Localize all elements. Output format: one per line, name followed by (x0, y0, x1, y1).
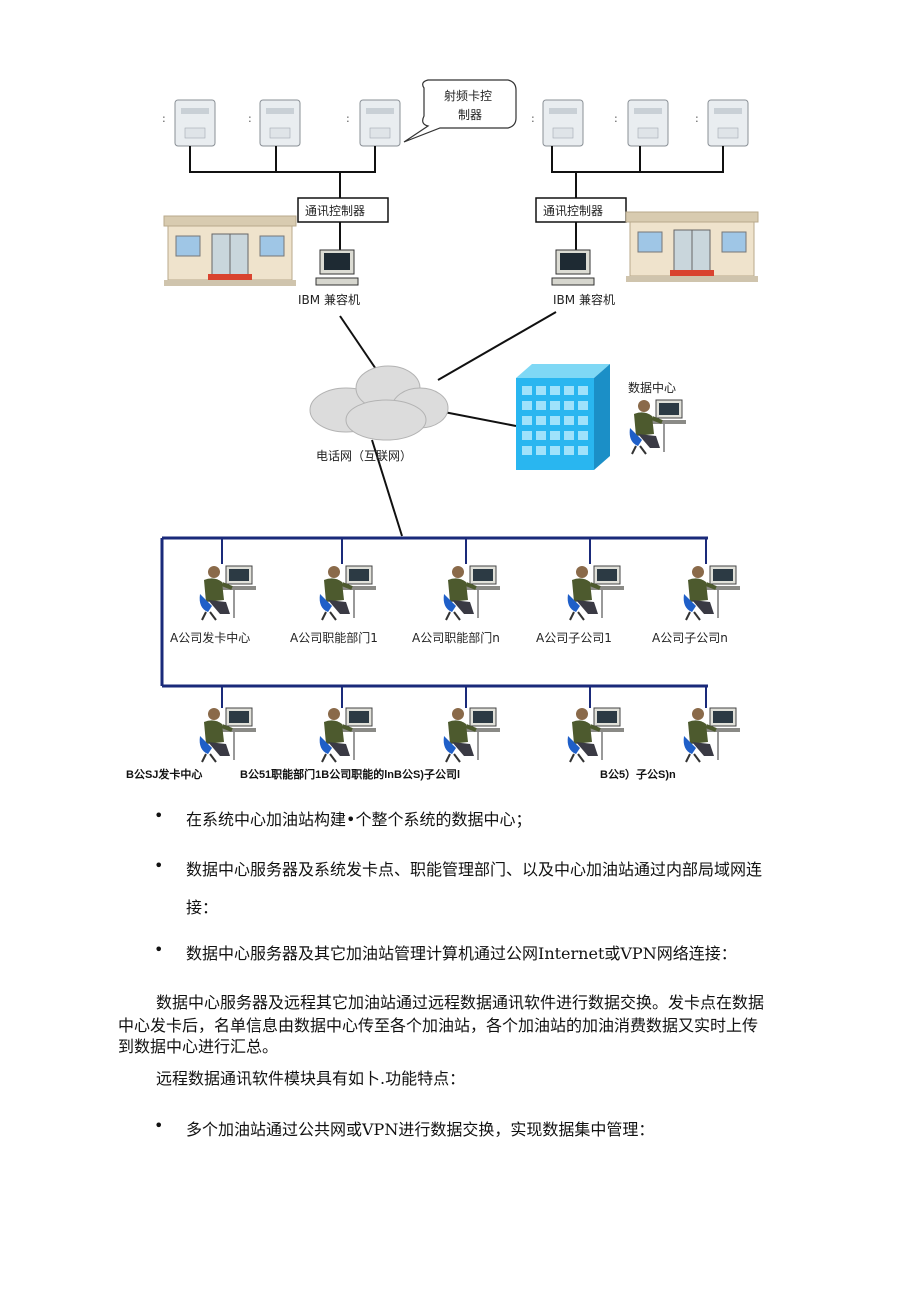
row1-label: A公司子公司n (652, 631, 728, 645)
bullet-glyph: • (154, 1116, 164, 1135)
svg-text::: : (346, 112, 350, 125)
bullet-text: 数据中心服务器及系统发卡点、职能管理部门、以及中心加油站通过内部局域网连 (186, 860, 763, 879)
pc-icon (551, 249, 595, 286)
bullet-text: 数据中心服务器及其它加油站管理计算机通过公网Internet或VPN网络连接： (186, 944, 737, 963)
paragraph-line: 数据中心服务器及远程其它加油站通过远程数据通讯软件进行数据交换。发卡点在数据 (156, 993, 765, 1012)
workstation-operator-icon (317, 706, 378, 764)
bullet-text: 在系统中心加油站构建•个整个系统的数据中心； (186, 810, 532, 829)
row2-label: B公51职能部门1B公司职能的lnB公S)子公司l (240, 769, 461, 781)
paragraph-line: 到数据中心进行汇总。 (118, 1037, 279, 1056)
bullet-glyph: • (154, 940, 164, 959)
svg-text::: : (162, 112, 166, 125)
workstation-operator-icon (317, 564, 378, 622)
network-label: 电话网（互联网） (316, 449, 412, 463)
svg-text::: : (248, 112, 252, 125)
card-reader-icon (259, 99, 301, 147)
workstation-operator-icon (197, 564, 258, 622)
svg-text:通讯控制器: 通讯控制器 (543, 204, 603, 218)
workstation-operator-icon (197, 706, 258, 764)
callout-line-1: 射频卡控 (444, 88, 492, 103)
workstation-operator-icon (681, 564, 742, 622)
pc-left-label: IBM 兼容机 (298, 292, 360, 307)
comm-controller-right: 通讯控制器 (535, 197, 627, 223)
bullet-glyph: • (154, 856, 164, 875)
svg-text::: : (531, 112, 535, 125)
card-reader-icon (174, 99, 216, 147)
row1-label: A公司职能部门1 (290, 630, 378, 645)
bullet-text: 接： (186, 898, 219, 917)
row1-label: A公司发卡中心 (170, 630, 250, 645)
data-center-operator-icon (627, 398, 688, 456)
workstation-operator-icon (565, 706, 626, 764)
station-building-icon (625, 211, 759, 283)
card-reader-icon (707, 99, 749, 147)
svg-text::: : (695, 112, 699, 125)
data-center-label: 数据中心 (628, 380, 676, 395)
workstation-operator-icon (681, 706, 742, 764)
bullet-glyph: • (154, 806, 164, 825)
svg-text:通讯控制器: 通讯控制器 (305, 204, 365, 218)
bullet-text: 多个加油站通过公共网或VPN进行数据交换，实现数据集中管理： (186, 1120, 655, 1139)
card-reader-icon (359, 99, 401, 147)
row2-label: B公SJ发卡中心 (126, 769, 203, 781)
paragraph-line: 中心发卡后，名单信息由数据中心传至各个加油站，各个加油站的加油消费数据又实时上传 (118, 1016, 759, 1035)
row2-labels: B公SJ发卡中心 B公51职能部门1B公司职能的lnB公S)子公司l B公5）子… (0, 766, 920, 784)
card-reader-icon (627, 99, 669, 147)
workstation-operator-icon (441, 564, 502, 622)
network-diagram: ::: ::: 射频卡控 制器 通讯控制器 通讯控制器 IBM 兼容机 IBM … (160, 79, 759, 764)
row1-label: A公司子公司1 (536, 631, 612, 645)
workstation-operator-icon (441, 706, 502, 764)
features-intro: 远程数据通讯软件模块具有如卜.功能特点： (156, 1069, 466, 1088)
comm-controller-left: 通讯控制器 (297, 197, 389, 223)
pc-right-label: IBM 兼容机 (553, 292, 615, 307)
internet-cloud-icon (309, 365, 449, 441)
callout-line-2: 制器 (458, 108, 482, 122)
row2-label: B公5）子公S)n (600, 769, 676, 781)
row1-label: A公司职能部门n (412, 630, 500, 645)
station-building-icon (163, 215, 297, 287)
workstation-operator-icon (565, 564, 626, 622)
card-reader-icon (542, 99, 584, 147)
svg-text::: : (614, 112, 618, 125)
callout-bubble: 射频卡控 制器 (403, 79, 517, 143)
data-center-building-icon (516, 364, 610, 470)
pc-icon (315, 249, 359, 286)
